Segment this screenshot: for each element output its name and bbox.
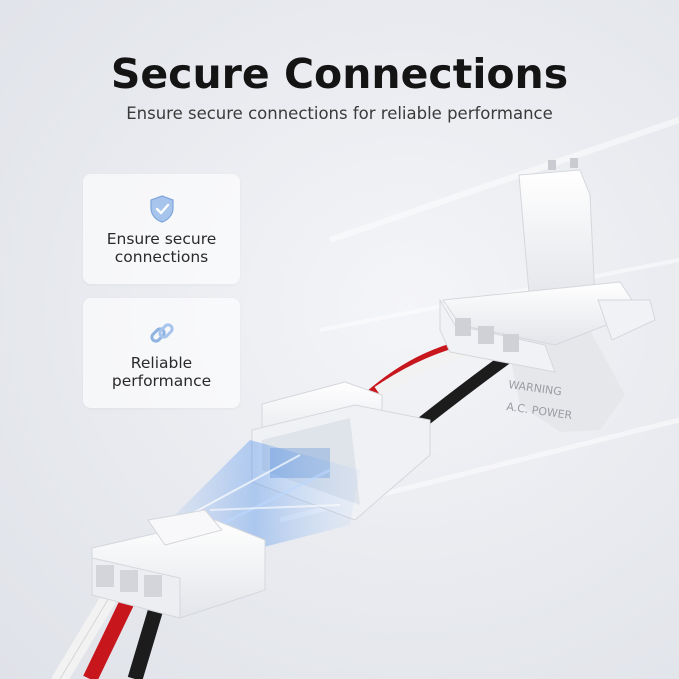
lower-connector [91, 509, 266, 619]
shield-check-icon [149, 195, 174, 223]
page-subtitle: Ensure secure connections for reliable p… [126, 104, 553, 123]
chain-link-icon [149, 323, 174, 343]
feature-card-reliable: Reliable performance [83, 298, 240, 408]
feature-label-secure: Ensure secure connections [106, 230, 217, 266]
lower-wires [52, 580, 166, 679]
feature-label-reliable: Reliable performance [111, 354, 212, 390]
page-title: Secure Connections [110, 50, 569, 98]
feature-card-secure: Ensure secure connections [83, 174, 240, 284]
latch-connector: WARNING A.C. POWER [439, 158, 656, 432]
